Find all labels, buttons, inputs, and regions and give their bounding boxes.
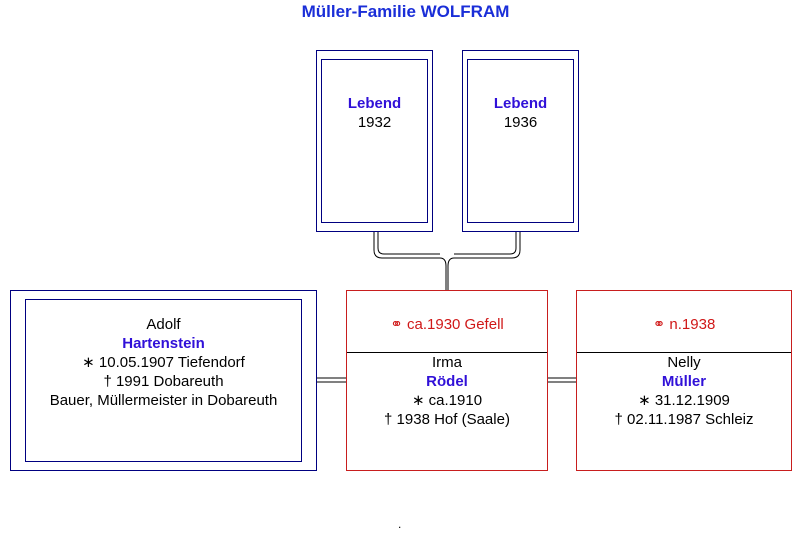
nelly-marriage: ⚭ n.1938 (652, 316, 716, 333)
person-card-adolf-inner (25, 299, 302, 462)
nelly-given-name: Nelly (667, 354, 701, 371)
person-card-irma[interactable]: ⚭ ca.1930 Gefell Irma Rödel ∗ ca.1910 † … (346, 290, 548, 471)
nelly-surname: Müller (661, 373, 707, 390)
nelly-death: † 02.11.1987 Schleiz (614, 411, 754, 428)
child-card-2-inner (467, 59, 574, 223)
irma-divider (347, 352, 547, 353)
irma-surname: Rödel (426, 373, 468, 390)
irma-birth: ∗ ca.1910 (411, 392, 483, 409)
adolf-occupation: Bauer, Müllermeister in Dobareuth (49, 392, 278, 409)
adolf-given-name: Adolf (146, 316, 181, 333)
irma-marriage: ⚭ ca.1930 Gefell (390, 316, 504, 333)
adolf-birth: ∗ 10.05.1907 Tiefendorf (82, 354, 245, 371)
child-1-year: 1932 (357, 114, 392, 131)
irma-given-name: Irma (432, 354, 462, 371)
page-title: Müller-Familie WOLFRAM (301, 2, 510, 21)
child-card-1-inner (321, 59, 428, 223)
child-card-2[interactable]: Lebend 1936 (462, 50, 579, 232)
child-card-1[interactable]: Lebend 1932 (316, 50, 433, 232)
adolf-death: † 1991 Dobareuth (103, 373, 224, 390)
nelly-divider (577, 352, 791, 353)
child-1-status: Lebend (347, 95, 402, 112)
person-card-nelly[interactable]: ⚭ n.1938 Nelly Müller ∗ 31.12.1909 † 02.… (576, 290, 792, 471)
person-card-adolf[interactable]: Adolf Hartenstein ∗ 10.05.1907 Tiefendor… (10, 290, 317, 471)
child-2-year: 1936 (503, 114, 538, 131)
child-2-status: Lebend (493, 95, 548, 112)
footer-mark: . (398, 517, 402, 531)
adolf-surname: Hartenstein (122, 335, 205, 352)
irma-death: † 1938 Hof (Saale) (384, 411, 510, 428)
nelly-birth: ∗ 31.12.1909 (638, 392, 730, 409)
